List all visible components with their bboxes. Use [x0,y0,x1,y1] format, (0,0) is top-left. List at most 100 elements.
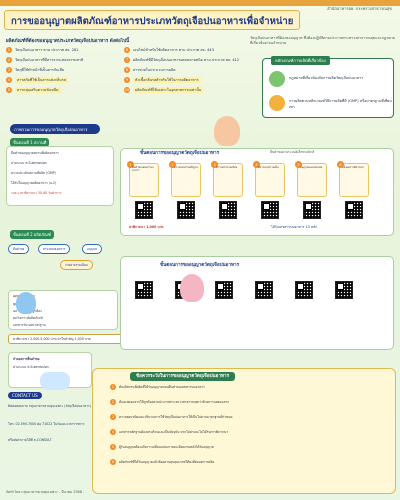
fee-note: ค่าพิจารณา 1,000 บาท [129,225,164,229]
qr-code-icon [215,281,233,299]
note-text: เอกสารหลักฐานต้องครบถ้วนและเป็นปัจจุบัน … [119,430,229,434]
list-item: 2 วัตถุเจือปนอาหารที่มีสารจากแหล่งธรรมชา… [6,56,83,64]
qr-code-icon [135,201,153,219]
list-item-text: วัตถุเจือปนอาหาร ตาม ประกาศ สธ. 281 [15,48,79,52]
step-caption: พิจารณาความเห็น [258,166,279,169]
list-item: 9 หัวเชื้อกลิ่นรสสำหรับใช้ในการผลิตอาหาร [124,76,201,84]
process-step: 6 แจ้งผลการพิจารณา [337,161,369,197]
list-item-text: สารสกัดที่ใช้เป็นสารแต่งกลิ่นรส [15,77,68,83]
title-banner: การขออนุญาตผลิตภัณฑ์อาหารประเภทวัตถุเจือ… [4,10,300,30]
step-number: 6 [337,161,344,168]
step2-process-title: ขั้นตอนการขออนุญาตวัตถุเจือปนอาหาร [160,263,240,268]
qr-code-icon [303,201,321,219]
notes-panel [92,368,396,494]
step2-label: ขั้นตอนที่ 2 ผลิตภัณฑ์ [10,230,54,239]
fees-text: ค่าพิจารณา 2,000-5,000 บาท ค่าใบสำคัญ 1,… [13,337,91,341]
process-step: 3 ชำระค่าธรรมเนียม [211,161,243,197]
note-number: 1 [110,384,116,390]
notes-title: ข้อควรระวังในการขออนุญาตวัตถุเจือปนอาหาร [130,372,236,381]
bullet-number: 6 [124,47,130,53]
step2-process-panel [120,256,394,350]
step1-label: ขั้นตอนที่ 1 สถานที่ [10,138,50,147]
qr-code-icon [345,201,363,219]
simulation-title: จำลองการยื่นคำขอ [13,357,40,361]
bullet-number: 5 [6,87,12,93]
overview-label: ภาพรวมการขออนุญาตวัตถุเจือปนอาหาร [10,124,100,134]
note-text: ตรวจสอบชนิดและปริมาณการใช้วัตถุเจือปนอาห… [119,415,233,419]
list-item-text: เอนไซม์สำหรับใช้ผลิตอาหาร ตาม ประกาศ สธ.… [133,48,214,52]
process-step: 4 พิจารณาความเห็น [253,161,285,197]
list-item: 3 วัตถุที่ใช้ทำหน้าที่เป็นสารกันเสีย [6,66,64,74]
step-caption: ยื่นคำขอเลขสารบบอาหาร [132,166,154,173]
note-number: 3 [110,414,116,420]
bullet-number: 9 [124,77,130,83]
contact-line: โทร. 02-590-7000 ต่อ 71022 ในวันและเวลาร… [8,422,85,426]
step-caption: แจ้งผลการพิจารณา [342,166,364,169]
person-illustration-icon [16,292,36,314]
bullet-number: 10 [124,87,130,93]
list-item-text: สารช่วยในกระบวนการผลิต [133,68,176,72]
list-item-text: ผลิตภัณฑ์ที่ใช้เฉพาะในอุตสาหกรรมเท่านั้น [133,87,204,93]
card-line: ได้รับใบอนุญาตผลิตอาหาร (อ.2) [11,181,57,185]
qr-code-icon [135,281,153,299]
list-item: 1 วัตถุเจือปนอาหาร ตาม ประกาศ สธ. 281 [6,46,79,54]
list-item: 6 เอนไซม์สำหรับใช้ผลิตอาหาร ตาม ประกาศ ส… [124,46,214,54]
bullet-number: 1 [6,47,12,53]
list-item: 8 สารช่วยในกระบวนการผลิต [124,66,175,74]
place-license-card: ยื่นคำขออนุญาตสถานที่ผลิตอาหาร ผ่านระบบ … [6,146,114,206]
check-badge-icon [269,71,285,87]
step-number: 1 [127,161,134,168]
qr-code-icon [295,281,313,299]
qr-code-icon [255,281,273,299]
top-accent-bar [0,0,400,6]
process-step: 1 ยื่นคำขอเลขสารบบอาหาร [127,161,159,197]
list-item-text: หัวเชื้อกลิ่นรสสำหรับใช้ในการผลิตอาหาร [133,77,201,83]
card-line: ผ่านระบบ e-Submission [11,161,47,165]
note-number: 2 [110,399,116,405]
contact-button[interactable]: CONTACT US [8,392,42,399]
qr-code-icon [177,201,195,219]
note-text: ต้องแสดงฉลากให้ถูกต้องตามประกาศกระทรวงสา… [119,400,230,404]
process-note: ยื่นคำขอผ่านระบบอิเล็กทรอนิกส์ [270,150,315,154]
principles-title: หลักเกณฑ์การผลิตที่เกี่ยวข้อง [271,56,330,65]
bullet-number: 2 [6,57,12,63]
header-sub-note: วัตถุเจือปนอาหารที่ต้องขออนุญาต ซึ่งต้อง… [250,36,396,45]
flow-pill: อนุญาต [82,244,103,254]
flow-pill: ตรวจสอบเอกสาร [38,244,71,254]
step-number: 2 [169,161,176,168]
qr-code-icon [261,201,279,219]
approve-note: ได้รับเลขสารบบอาหาร 13 หลัก [271,225,318,229]
step-number: 5 [295,161,302,168]
step1-process-panel: 1 ยื่นคำขอเลขสารบบอาหาร 2 ตรวจเอกสารหลัก… [120,148,394,236]
bullet-number: 7 [124,57,130,63]
step-caption: อนุญาตและออกเลข [300,166,323,169]
note-number: 6 [110,459,116,465]
intro-heading: ผลิตภัณฑ์ที่ต้องขออนุญาตประเภทวัตถุเจือป… [6,39,130,44]
list-item-text: สารกลุ่มเสริมความข้นหนืด [15,87,61,93]
principles-box: หลักเกณฑ์การผลิตที่เกี่ยวข้อง กฎหมายที่เ… [262,56,394,118]
page-title: การขออนุญาตผลิตภัณฑ์อาหารประเภทวัตถุเจือ… [11,16,294,27]
list-item: 4 สารสกัดที่ใช้เป็นสารแต่งกลิ่นรส [6,76,68,84]
bullet-number: 4 [6,77,12,83]
card-line: ระยะเวลาพิจารณา 30-60 วันทำการ [11,191,62,195]
qr-code-icon [335,281,353,299]
person-illustration-icon [214,116,240,146]
flow-pill: จ่ายค่าธรรมเนียม [60,260,93,270]
flow-pill: ยื่นคำขอ [8,244,30,254]
process-title: ขั้นตอนการขออนุญาตวัตถุเจือปนอาหาร [140,151,220,156]
list-item-text: วัตถุที่ใช้ทำหน้าที่เป็นสารกันเสีย [15,68,64,72]
process-step: 2 ตรวจเอกสารหลักฐาน [169,161,201,197]
bullet-number: 3 [6,67,12,73]
certificate-icon [269,95,285,111]
list-item: 7 ผลิตภัณฑ์ที่มีวัตถุเจือปนอาหารผสมหลายช… [124,56,239,64]
computer-illustration-icon [40,372,70,390]
list-item-text: ผลิตภัณฑ์ที่มีวัตถุเจือปนอาหารผสมหลายชนิ… [133,58,240,62]
note-number: 4 [110,429,116,435]
principle-item: การผลิตตามหลักเกณฑ์วิธีการผลิตที่ดี (GMP… [289,99,392,109]
